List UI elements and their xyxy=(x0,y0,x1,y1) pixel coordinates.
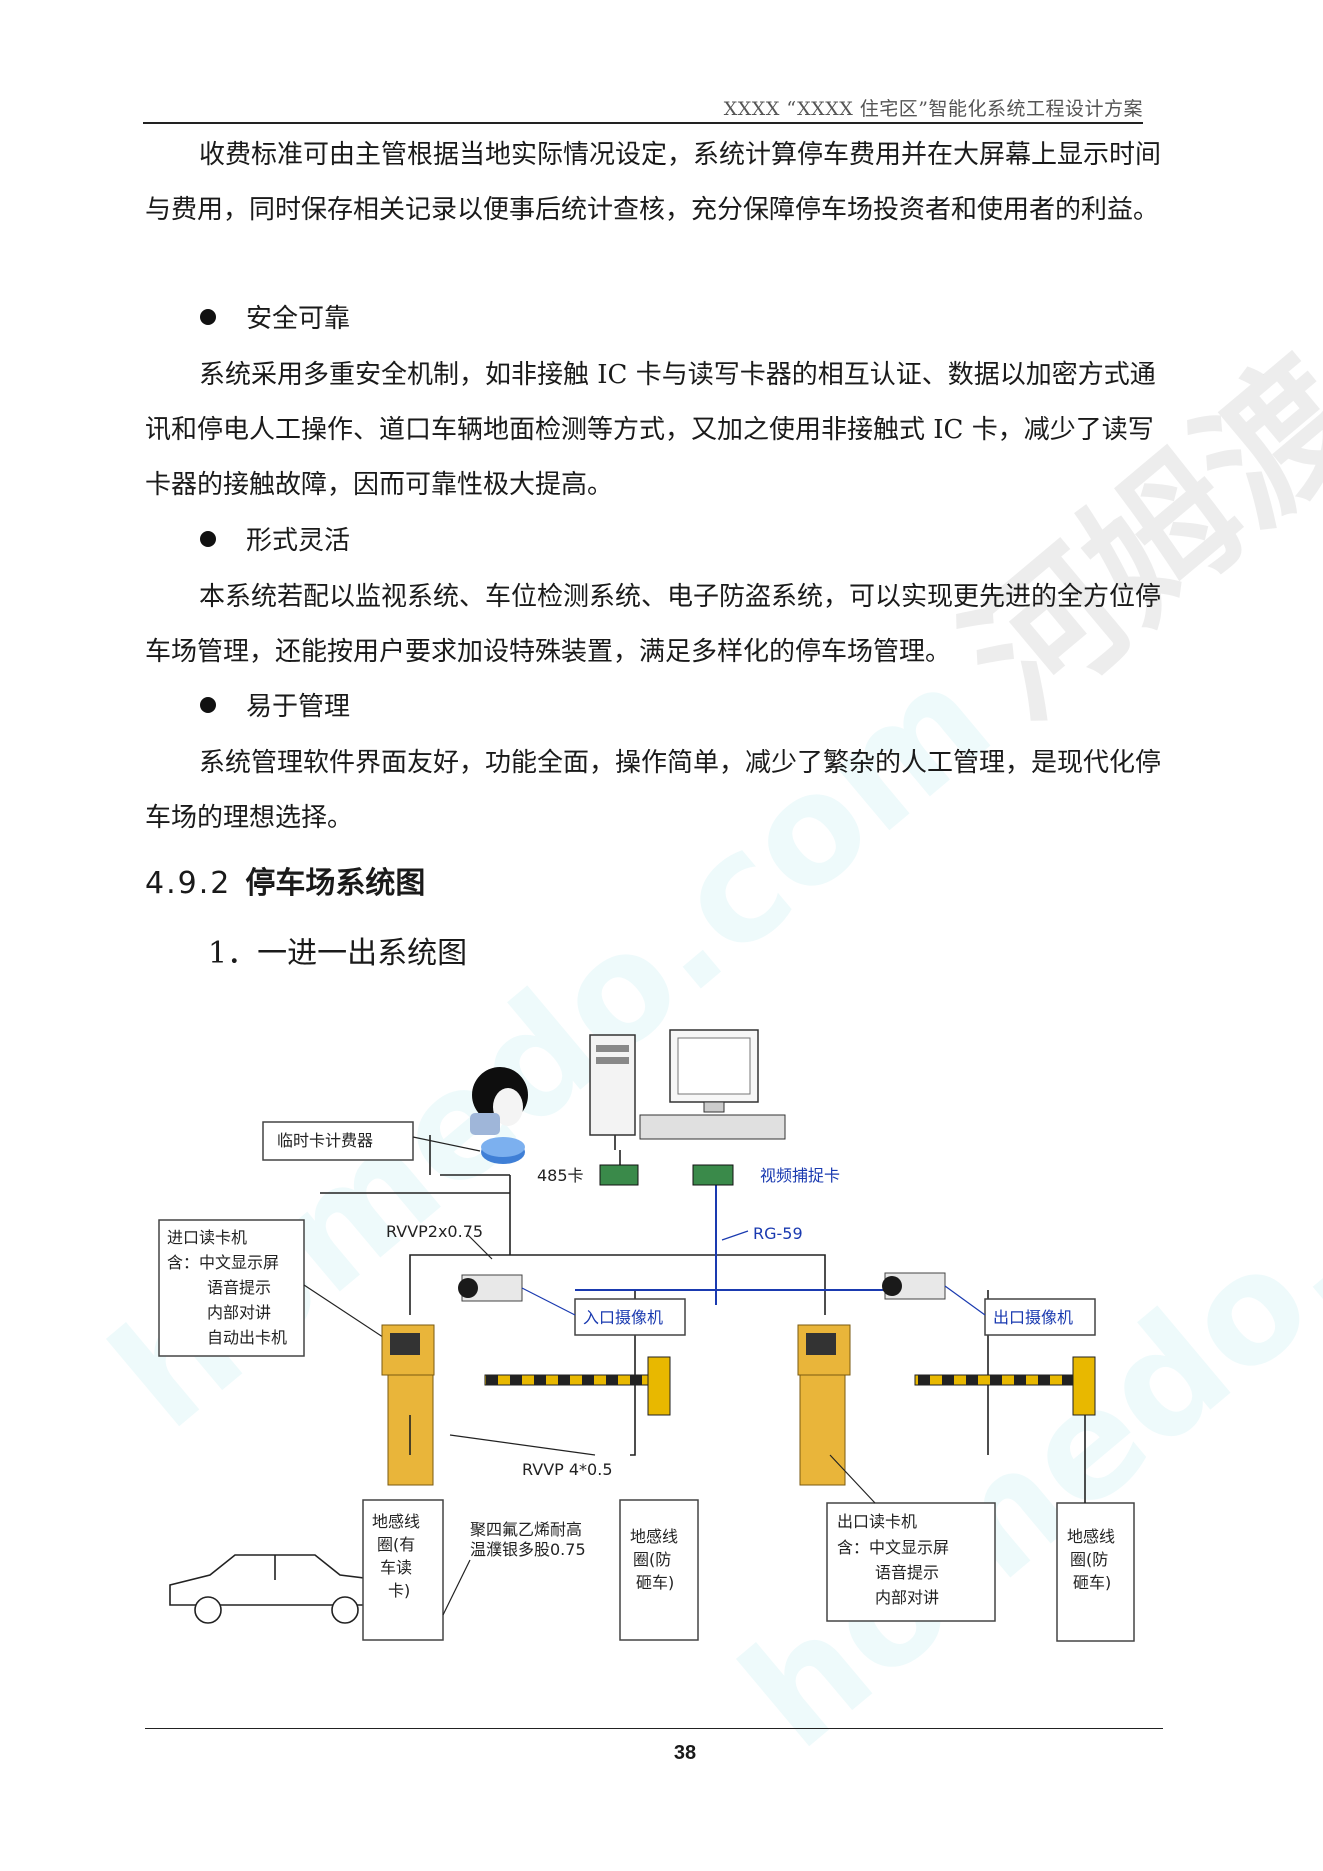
exit-camera-icon xyxy=(882,1272,946,1300)
section-title: 停车场系统图 xyxy=(245,866,426,901)
temp-card-counter-label: 临时卡计费器 xyxy=(277,1131,373,1150)
cable-rvvp-label: RVVP2x0.75 xyxy=(386,1222,483,1241)
loop-card-box: 地感线 圈(有 车读 卡) xyxy=(362,1499,444,1641)
subsection-heading: 1．一进一出系统图 xyxy=(208,936,468,971)
header-rule xyxy=(143,122,1143,124)
loop-card-line: 车读 xyxy=(380,1558,412,1577)
loop-card-line: 卡) xyxy=(388,1581,410,1600)
entry-reader-line: 含：中文显示屏 xyxy=(167,1253,279,1272)
loop-card-line: 地感线 xyxy=(372,1512,420,1531)
bullet-safe: 安全可靠 xyxy=(200,292,350,347)
cable-rvvp4-label: RVVP 4*0.5 xyxy=(522,1460,613,1479)
exit-reader-line: 内部对讲 xyxy=(875,1588,939,1607)
footer-rule xyxy=(145,1728,1163,1729)
video-capture-card-label: 视频捕捉卡 xyxy=(760,1166,840,1185)
bullet-dot-icon xyxy=(200,531,216,547)
entry-reader-line: 内部对讲 xyxy=(207,1303,271,1322)
cable-rg59-label: RG-59 xyxy=(753,1224,803,1243)
cable-note-line: 温濮银多股0.75 xyxy=(470,1540,586,1559)
loop-anti1-line: 地感线 xyxy=(630,1527,678,1546)
cable-note-line: 聚四氟乙烯耐高 xyxy=(470,1520,582,1539)
entry-barrier-icon xyxy=(484,1356,671,1416)
entry-camera-label: 入口摄像机 xyxy=(583,1308,663,1327)
video-card-icon: 视频捕捉卡 xyxy=(692,1164,840,1186)
paragraph-safe: 系统采用多重安全机制，如非接触 IC 卡与读写卡器的相互认证、数据以加密方式通讯… xyxy=(145,360,1156,500)
exit-reader-box: 出口读卡机 含：中文显示屏 语音提示 内部对讲 xyxy=(826,1454,996,1622)
entry-reader-line: 自动出卡机 xyxy=(207,1328,287,1347)
video-cable xyxy=(575,1175,885,1305)
parking-system-diagram: 临时卡计费器 485卡 视频捕捉卡 RVVP2x0.75 RG-59 进口读卡机… xyxy=(158,1029,1135,1642)
loop-anti1-line: 砸车) xyxy=(636,1573,674,1592)
entry-camera-box: 入口摄像机 xyxy=(521,1287,686,1336)
loop-anti2-box: 地感线 圈(防 砸车) xyxy=(1056,1502,1135,1642)
car-icon xyxy=(169,1554,383,1624)
bullet-flexible: 形式灵活 xyxy=(200,514,350,569)
loop-anti2-line: 圈(防 xyxy=(1070,1550,1108,1569)
paragraph-fee: 收费标准可由主管根据当地实际情况设定，系统计算停车费用并在大屏幕上显示时间与费用… xyxy=(145,140,1162,225)
page-header: XXXX “XXXX 住宅区”智能化系统工程设计方案 xyxy=(723,98,1143,120)
monitor-icon xyxy=(639,1029,786,1140)
loop-card-line: 圈(有 xyxy=(377,1535,415,1554)
bullet-label: 安全可靠 xyxy=(246,304,351,334)
operator-icon xyxy=(470,1067,528,1135)
paragraph-flexible: 本系统若配以监视系统、车位检测系统、电子防盗系统，可以实现更先进的全方位停车场管… xyxy=(145,582,1162,667)
bullet-label: 形式灵活 xyxy=(246,526,351,556)
loop-anti1-line: 圈(防 xyxy=(633,1550,671,1569)
entry-kiosk-icon xyxy=(381,1324,435,1486)
card-485-label: 485卡 xyxy=(537,1166,584,1185)
exit-kiosk-icon xyxy=(797,1324,851,1486)
entry-reader-box: 进口读卡机 含：中文显示屏 语音提示 内部对讲 自动出卡机 xyxy=(158,1219,396,1357)
exit-reader-line: 出口读卡机 xyxy=(837,1512,917,1531)
exit-barrier-icon xyxy=(914,1356,1096,1416)
bullet-dot-icon xyxy=(200,309,216,325)
bullet-dot-icon xyxy=(200,697,216,713)
loop-anti2-line: 砸车) xyxy=(1073,1573,1111,1592)
bullet-manage: 易于管理 xyxy=(200,680,350,735)
section-number: 4.9.2 xyxy=(145,866,232,901)
entry-camera-icon xyxy=(458,1274,523,1302)
cable-note: 聚四氟乙烯耐高 温濮银多股0.75 xyxy=(442,1520,586,1616)
exit-camera-box: 出口摄像机 xyxy=(944,1285,1096,1336)
page-number: 38 xyxy=(673,1742,697,1764)
loop-anti2-line: 地感线 xyxy=(1067,1527,1115,1546)
bullet-label: 易于管理 xyxy=(246,692,351,722)
section-heading: 4.9.2 停车场系统图 xyxy=(145,858,425,902)
paragraph-manage: 系统管理软件界面友好，功能全面，操作简单，减少了繁杂的人工管理，是现代化停车场的… xyxy=(145,748,1162,833)
exit-reader-line: 语音提示 xyxy=(875,1563,939,1582)
entry-reader-line: 语音提示 xyxy=(207,1278,271,1297)
exit-camera-label: 出口摄像机 xyxy=(993,1308,1073,1327)
pc-tower-icon xyxy=(589,1034,636,1136)
entry-reader-line: 进口读卡机 xyxy=(167,1228,247,1247)
temp-card-counter-box: 临时卡计费器 xyxy=(262,1121,481,1161)
exit-reader-line: 含：中文显示屏 xyxy=(837,1538,949,1557)
loop-anti1-box: 地感线 圈(防 砸车) xyxy=(619,1499,699,1641)
router-icon xyxy=(481,1137,525,1164)
card-485-icon: 485卡 xyxy=(537,1164,639,1186)
